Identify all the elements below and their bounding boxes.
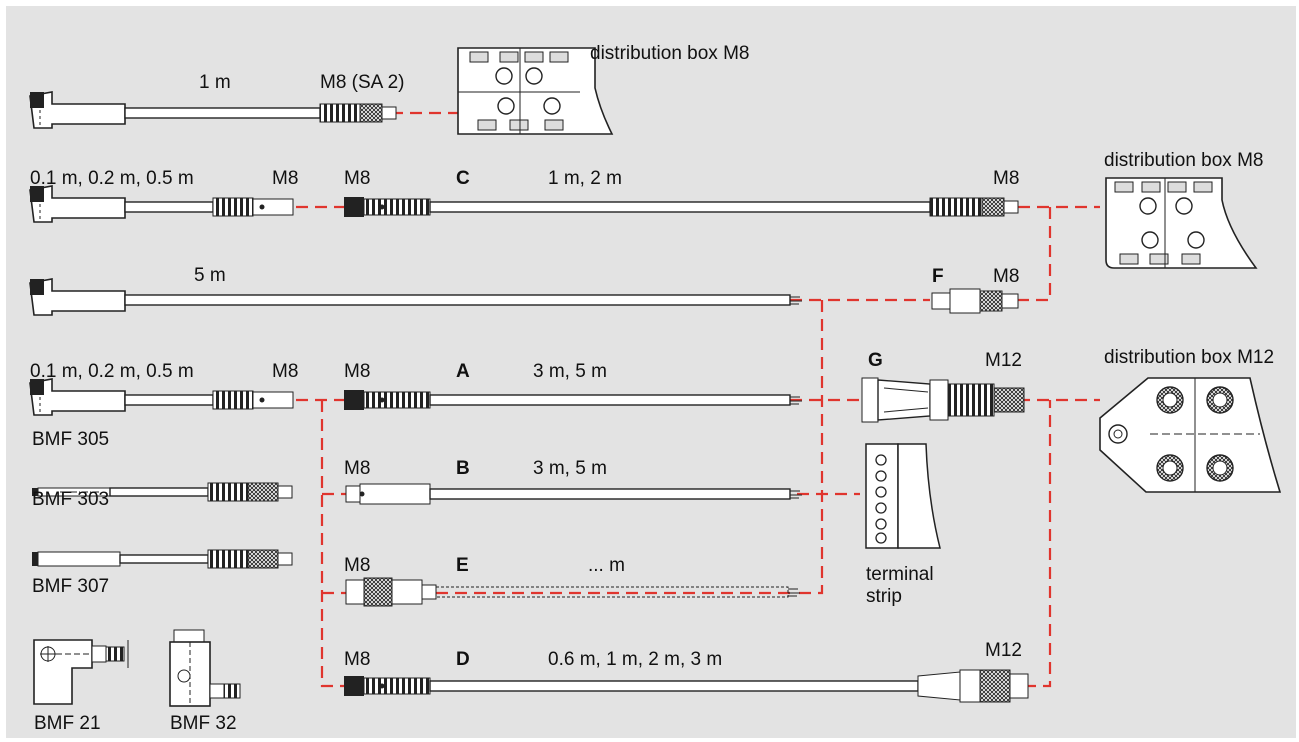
connector-f-letter: F bbox=[932, 266, 944, 287]
bmf305-label: BMF 305 bbox=[32, 429, 109, 450]
distribution-box-m8-top bbox=[457, 47, 614, 135]
distribution-box-m8-right-label: distribution box M8 bbox=[1104, 150, 1263, 171]
cable-c-start-connector-label: M8 bbox=[344, 168, 370, 189]
connector-f bbox=[931, 288, 1019, 314]
sensor-row3 bbox=[29, 278, 802, 316]
cable-e bbox=[345, 577, 800, 607]
sensor-bmf305 bbox=[29, 378, 294, 416]
terminal-strip-label-line1: terminal bbox=[866, 564, 934, 585]
connector-g bbox=[861, 377, 1025, 423]
bmf21-label: BMF 21 bbox=[34, 713, 101, 734]
cable-e-length-label: ... m bbox=[588, 555, 625, 576]
sensor-row1 bbox=[29, 91, 397, 129]
bmf32-label: BMF 32 bbox=[170, 713, 237, 734]
cable-d-connector-label: M8 bbox=[344, 649, 370, 670]
bmf303-label: BMF 303 bbox=[32, 489, 109, 510]
sensor-bmf303 bbox=[32, 482, 293, 502]
row3-length-label: 5 m bbox=[194, 265, 226, 286]
cable-e-letter: E bbox=[456, 555, 469, 576]
row4-length-label: 0.1 m, 0.2 m, 0.5 m bbox=[30, 361, 194, 382]
cable-d-letter: D bbox=[456, 649, 470, 670]
bmf307-label: BMF 307 bbox=[32, 576, 109, 597]
distribution-box-m8-right bbox=[1105, 177, 1258, 269]
distribution-box-m12 bbox=[1099, 377, 1282, 493]
cable-d-end-connector-label: M12 bbox=[985, 640, 1022, 661]
sensor-row2 bbox=[29, 185, 294, 223]
sensor-bmf32 bbox=[169, 629, 241, 707]
cable-a-letter: A bbox=[456, 361, 470, 382]
cable-b-letter: B bbox=[456, 458, 470, 479]
connector-g-label: M12 bbox=[985, 350, 1022, 371]
terminal-strip-label-line2: strip bbox=[866, 586, 902, 607]
distribution-box-m8-top-label: distribution box M8 bbox=[590, 43, 749, 64]
cable-c-length-label: 1 m, 2 m bbox=[548, 168, 622, 189]
terminal-strip bbox=[865, 443, 941, 549]
connector-g-letter: G bbox=[868, 350, 883, 371]
background-panel bbox=[6, 6, 1296, 738]
cable-b-length-label: 3 m, 5 m bbox=[533, 458, 607, 479]
cable-e-connector-label: M8 bbox=[344, 555, 370, 576]
row2-length-label: 0.1 m, 0.2 m, 0.5 m bbox=[30, 168, 194, 189]
distribution-box-m12-label: distribution box M12 bbox=[1104, 347, 1274, 368]
cable-a-connector-label: M8 bbox=[344, 361, 370, 382]
connector-f-label: M8 bbox=[993, 266, 1019, 287]
cable-b bbox=[345, 483, 802, 505]
sensor-bmf21 bbox=[33, 639, 129, 705]
row2-connector-label: M8 bbox=[272, 168, 298, 189]
cable-c bbox=[344, 197, 1019, 217]
cable-d bbox=[344, 669, 1029, 703]
cable-d-length-label: 0.6 m, 1 m, 2 m, 3 m bbox=[548, 649, 722, 670]
cable-c-end-connector-label: M8 bbox=[993, 168, 1019, 189]
row1-length-label: 1 m bbox=[199, 72, 231, 93]
cable-c-letter: C bbox=[456, 168, 470, 189]
cable-a bbox=[344, 390, 802, 410]
cable-b-connector-label: M8 bbox=[344, 458, 370, 479]
row1-connector-label: M8 (SA 2) bbox=[320, 72, 404, 93]
row4-connector-label: M8 bbox=[272, 361, 298, 382]
sensor-bmf307 bbox=[32, 549, 293, 569]
cable-a-length-label: 3 m, 5 m bbox=[533, 361, 607, 382]
